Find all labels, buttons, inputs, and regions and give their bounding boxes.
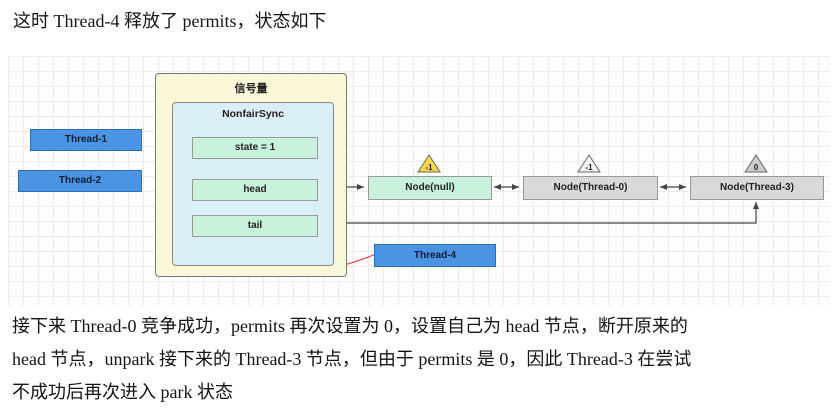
node-null-box: Node(null) [368,176,492,200]
semaphore-title: 信号量 [234,83,268,95]
body-line-3: 不成功后再次进入 park 状态 [12,382,233,402]
tail-pointer-arrow [345,202,759,224]
waitstatus-value-1: -1 [425,163,433,172]
waitstatus-triangle-1: -1 [417,154,441,173]
waitstatus-value-3: 0 [754,163,759,172]
nonfairsync-box: NonfairSync state = 1 head tail [172,102,334,266]
nonfairsync-title: NonfairSync [222,108,284,120]
node-thread3-box: Node(Thread-3) [690,176,824,200]
node-thread0-box: Node(Thread-0) [523,176,658,200]
thread-1-box: Thread-1 [30,129,142,151]
semaphore-box: 信号量 NonfairSync state = 1 head tail [155,73,347,277]
thread-2-box: Thread-2 [18,170,142,192]
semaphore-diagram: 信号量 NonfairSync state = 1 head tail Thre… [8,56,830,306]
waitstatus-value-2: -1 [585,163,593,172]
body-text: 接下来 Thread-0 竞争成功，permits 再次设置为 0，设置自己为 … [12,310,832,409]
body-line-1: 接下来 Thread-0 竞争成功，permits 再次设置为 0，设置自己为 … [12,316,688,336]
intro-text: 这时 Thread-4 释放了 permits，状态如下 [13,11,327,31]
tail-field: tail [192,215,318,237]
head-field: head [192,179,318,201]
waitstatus-triangle-3: 0 [744,154,768,173]
waitstatus-triangle-2: -1 [577,154,601,173]
thread-4-box: Thread-4 [374,244,496,267]
state-field: state = 1 [192,137,318,159]
body-line-2: head 节点，unpark 接下来的 Thread-3 节点，但由于 perm… [12,349,692,369]
